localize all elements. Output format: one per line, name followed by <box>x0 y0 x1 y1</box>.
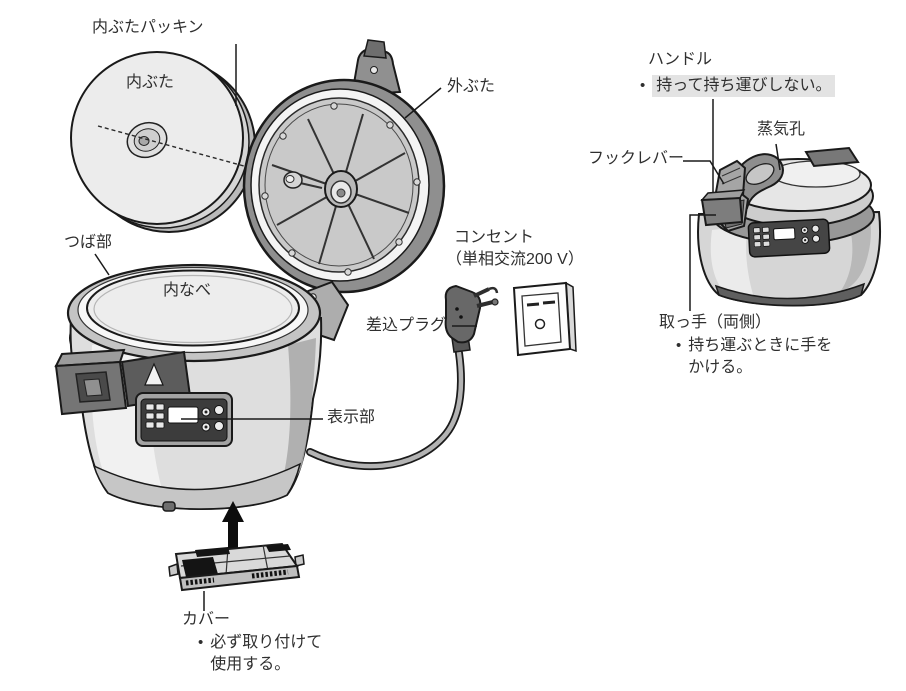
outer-lid-label: 外ぶた <box>447 78 496 95</box>
handle-note-text: 持って持ち運びしない。 <box>652 75 836 97</box>
side-carry-handle <box>700 189 746 227</box>
carry-note-line1: 持ち運ぶときに手を <box>688 337 833 354</box>
lid-screw-holes <box>261 102 421 276</box>
handle-note: • 持って持ち運びしない。 <box>640 75 836 97</box>
cover-label: カバー <box>182 611 231 628</box>
outlet-label-block: コンセント （単相交流200 V） <box>446 227 584 271</box>
inner-lid-packing-label: 内ぶたパッキン <box>92 19 204 36</box>
leader-steam-vent <box>775 143 781 171</box>
carry-note-line2: かける。 <box>688 359 753 376</box>
inner-pot-label: 内なべ <box>163 282 212 299</box>
carry-handle-label: 取っ手（両側） <box>659 314 772 331</box>
cover-note-text: 必ず取り付けて 使用する。 <box>210 632 322 676</box>
panel-round-buttons <box>201 405 224 432</box>
bullet-icon: • <box>198 634 204 651</box>
wall-outlet-illustration <box>512 281 577 357</box>
cover-note: • 必ず取り付けて 使用する。 <box>198 632 322 676</box>
inner-lid-label: 内ぶた <box>126 74 175 91</box>
flange-label: つば部 <box>64 234 113 251</box>
leader-outer-lid <box>404 87 442 119</box>
hook-lever-label: フックレバー <box>588 150 685 167</box>
leader-carry-handle <box>689 214 716 311</box>
steam-vent-label: 蒸気孔 <box>757 121 806 138</box>
cover-illustration <box>168 542 305 592</box>
panel-lcd <box>167 406 199 424</box>
assembled-cooker-illustration <box>697 146 882 307</box>
outlet-spec-label: （単相交流200 V） <box>446 251 584 268</box>
bullet-icon: • <box>640 77 646 94</box>
main-cooker-illustration <box>54 263 323 512</box>
main-latch <box>54 348 192 416</box>
leader-lines <box>94 44 781 611</box>
leader-flange <box>94 253 110 276</box>
bullet-icon: • <box>676 337 682 354</box>
assembled-control-panel <box>747 218 831 258</box>
up-arrow <box>222 501 244 548</box>
carry-handle-note-text: 持ち運ぶときに手を かける。 <box>688 335 832 379</box>
leader-hook-lever <box>683 160 725 185</box>
plug-label: 差込プラグ <box>366 317 447 334</box>
display-label: 表示部 <box>327 409 376 426</box>
cover-note-line1: 必ず取り付けて <box>210 634 323 651</box>
outer-lid-illustration <box>242 39 446 294</box>
cover-note-line2: 使用する。 <box>210 656 291 673</box>
power-plug-illustration <box>444 284 499 353</box>
outlet-label: コンセント <box>454 229 535 246</box>
panel-buttons-grid <box>145 403 165 429</box>
power-cord <box>306 349 465 471</box>
inner-lid-illustration <box>70 51 256 233</box>
handle-label: ハンドル <box>648 51 713 68</box>
carry-handle-note: • 持ち運ぶときに手を かける。 <box>676 335 832 379</box>
